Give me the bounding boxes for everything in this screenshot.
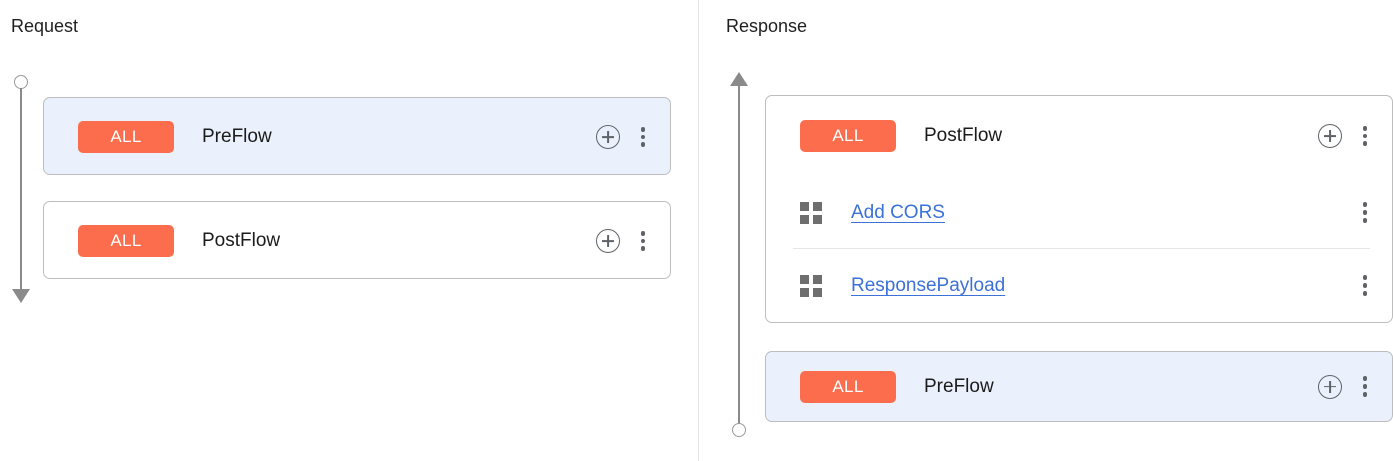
policy-grid-icon	[800, 201, 822, 224]
policy-link[interactable]: Add CORS	[851, 201, 945, 223]
more-vert-icon[interactable]	[634, 125, 652, 149]
row-separator	[793, 248, 1370, 249]
request-flow-rail	[8, 70, 34, 310]
row-actions	[1356, 201, 1374, 225]
flow-name-label: PreFlow	[202, 126, 272, 147]
method-badge: ALL	[800, 370, 896, 403]
policy-grid-icon	[800, 274, 822, 297]
panel-divider	[698, 0, 699, 461]
response-panel: Response ALL PostFlow Add CORS	[699, 0, 1393, 461]
more-vert-icon[interactable]	[634, 229, 652, 253]
row-actions	[1318, 124, 1374, 148]
rail-line	[738, 85, 740, 428]
row-actions	[596, 125, 652, 149]
method-badge: ALL	[78, 121, 174, 153]
more-vert-icon[interactable]	[1356, 201, 1374, 225]
method-badge: ALL	[78, 225, 174, 257]
method-badge: ALL	[800, 120, 896, 152]
add-icon[interactable]	[596, 229, 620, 253]
circle-node-icon	[14, 75, 28, 89]
circle-node-icon	[732, 423, 746, 437]
policy-link[interactable]: ResponsePayload	[851, 274, 1006, 296]
row-actions	[596, 229, 652, 253]
flow-row[interactable]: ALL PostFlow	[766, 96, 1392, 176]
row-actions	[1356, 274, 1374, 298]
flow-row[interactable]: ALL PostFlow	[44, 202, 670, 280]
add-icon[interactable]	[1318, 124, 1342, 148]
policy-row[interactable]: ResponsePayload	[766, 249, 1392, 322]
request-panel-title: Request	[11, 16, 79, 36]
rail-line	[20, 88, 22, 290]
flow-name-label: PostFlow	[202, 230, 281, 251]
flow-name-label: PostFlow	[924, 125, 1003, 146]
more-vert-icon[interactable]	[1356, 124, 1374, 148]
arrow-down-icon	[12, 289, 30, 303]
request-panel: Request ALL PreFlow ALL PostFlow	[0, 0, 698, 461]
row-actions	[1318, 374, 1374, 399]
response-panel-title: Response	[726, 16, 808, 36]
flow-name-label: PreFlow	[924, 375, 994, 397]
more-vert-icon[interactable]	[1356, 274, 1374, 298]
request-preflow-card[interactable]: ALL PreFlow	[43, 97, 671, 175]
response-postflow-card[interactable]: ALL PostFlow Add CORS ResponsePayload	[765, 95, 1393, 323]
more-vert-icon[interactable]	[1356, 375, 1374, 399]
flow-row[interactable]: ALL PreFlow	[44, 98, 670, 176]
arrow-up-icon	[730, 72, 748, 86]
policy-row[interactable]: Add CORS	[766, 176, 1392, 249]
response-flow-rail	[726, 70, 752, 445]
response-preflow-card[interactable]: ALL PreFlow	[765, 351, 1393, 422]
flow-row[interactable]: ALL PreFlow	[766, 352, 1392, 421]
add-icon[interactable]	[1318, 374, 1342, 399]
request-postflow-card[interactable]: ALL PostFlow	[43, 201, 671, 279]
add-icon[interactable]	[596, 125, 620, 149]
